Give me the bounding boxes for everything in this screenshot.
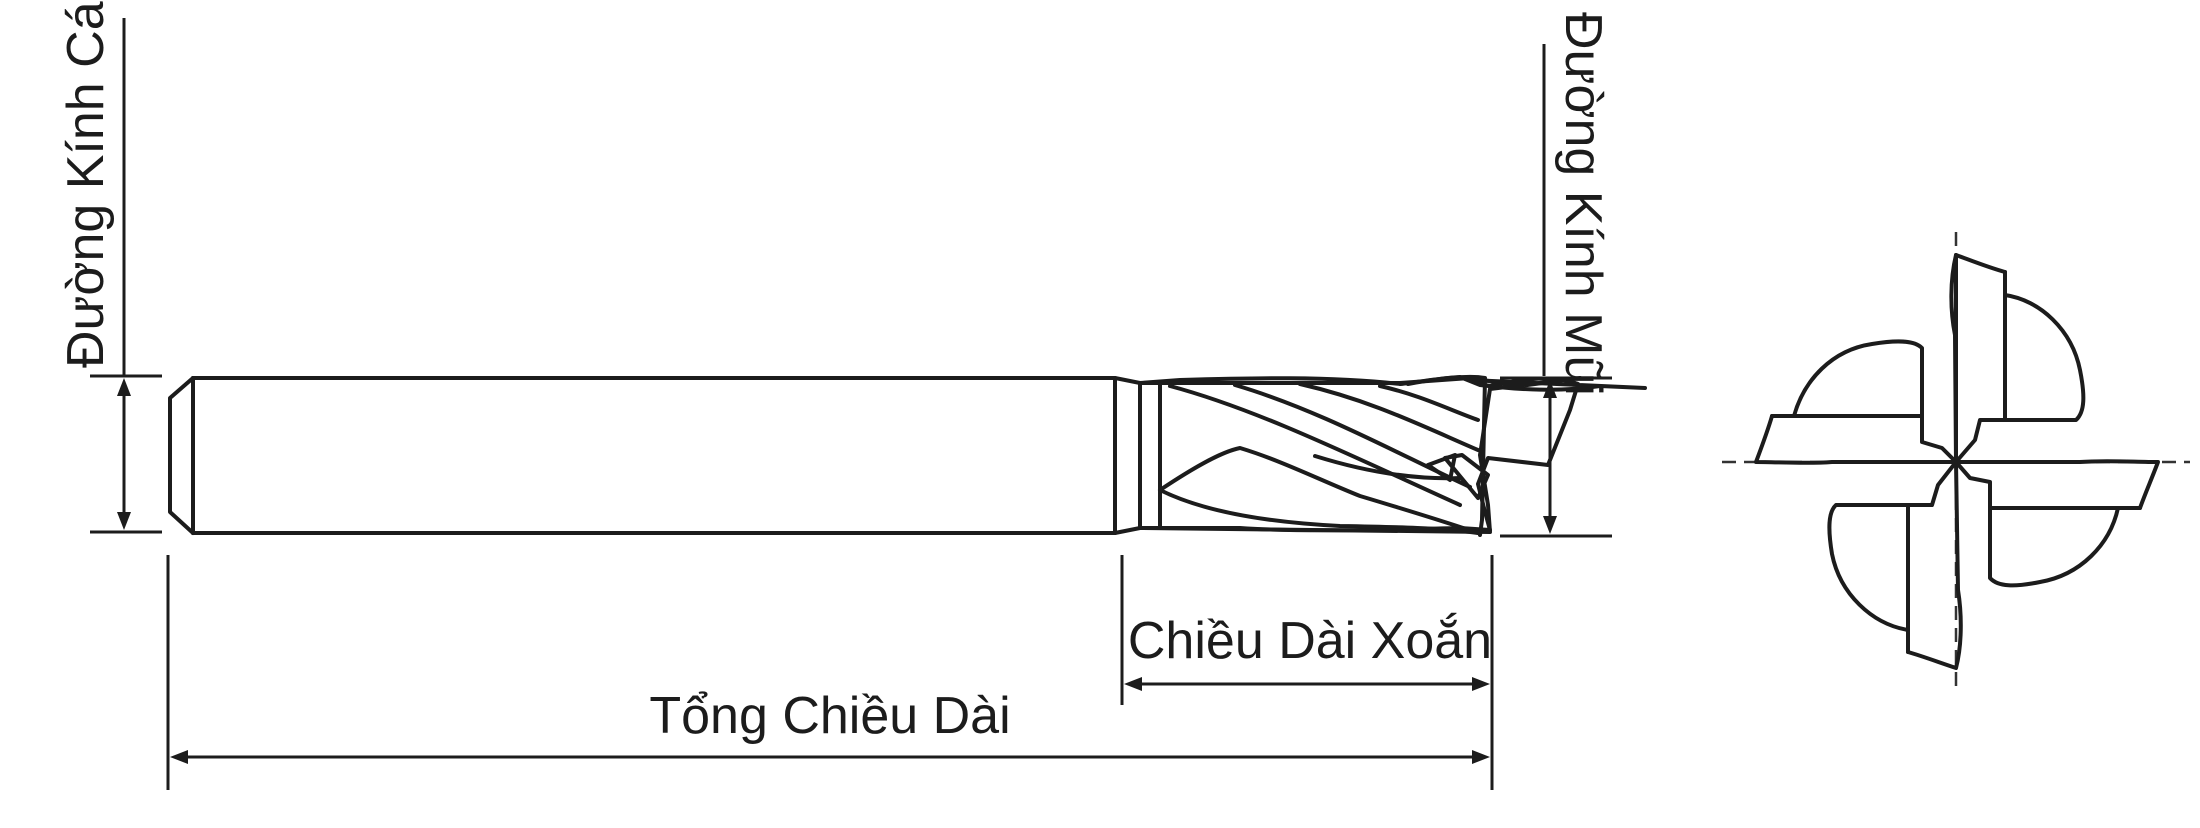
shank-diameter-dimension: Đường Kính Cán bbox=[57, 0, 162, 534]
shank-diameter-label: Đường Kính Cán bbox=[57, 0, 115, 368]
cutter-diameter-label: Đường Kính Mũi bbox=[1554, 12, 1612, 396]
arrow-down-icon bbox=[1543, 516, 1557, 534]
arrow-right-icon bbox=[1472, 677, 1490, 691]
arrow-up-icon bbox=[1543, 380, 1557, 398]
arrow-right-icon bbox=[1472, 750, 1490, 764]
neck bbox=[1113, 376, 1142, 535]
arrow-left-icon bbox=[170, 750, 188, 764]
arrow-up-icon bbox=[117, 378, 131, 396]
overall-length-dimension: Tổng Chiều Dài bbox=[166, 555, 1490, 790]
fluted-section bbox=[1138, 374, 1647, 537]
four-flute-end-view-icon bbox=[1722, 232, 2190, 690]
overall-length-label: Tổng Chiều Dài bbox=[649, 687, 1010, 745]
flute-length-dimension: Chiều Dài Xoắn bbox=[1120, 555, 1494, 790]
flute-length-label: Chiều Dài Xoắn bbox=[1128, 612, 1492, 670]
shank bbox=[168, 376, 1117, 535]
arrow-left-icon bbox=[1124, 677, 1142, 691]
cutter-diameter-dimension: Đường Kính Mũi bbox=[1500, 12, 1612, 538]
arrow-down-icon bbox=[117, 512, 131, 530]
